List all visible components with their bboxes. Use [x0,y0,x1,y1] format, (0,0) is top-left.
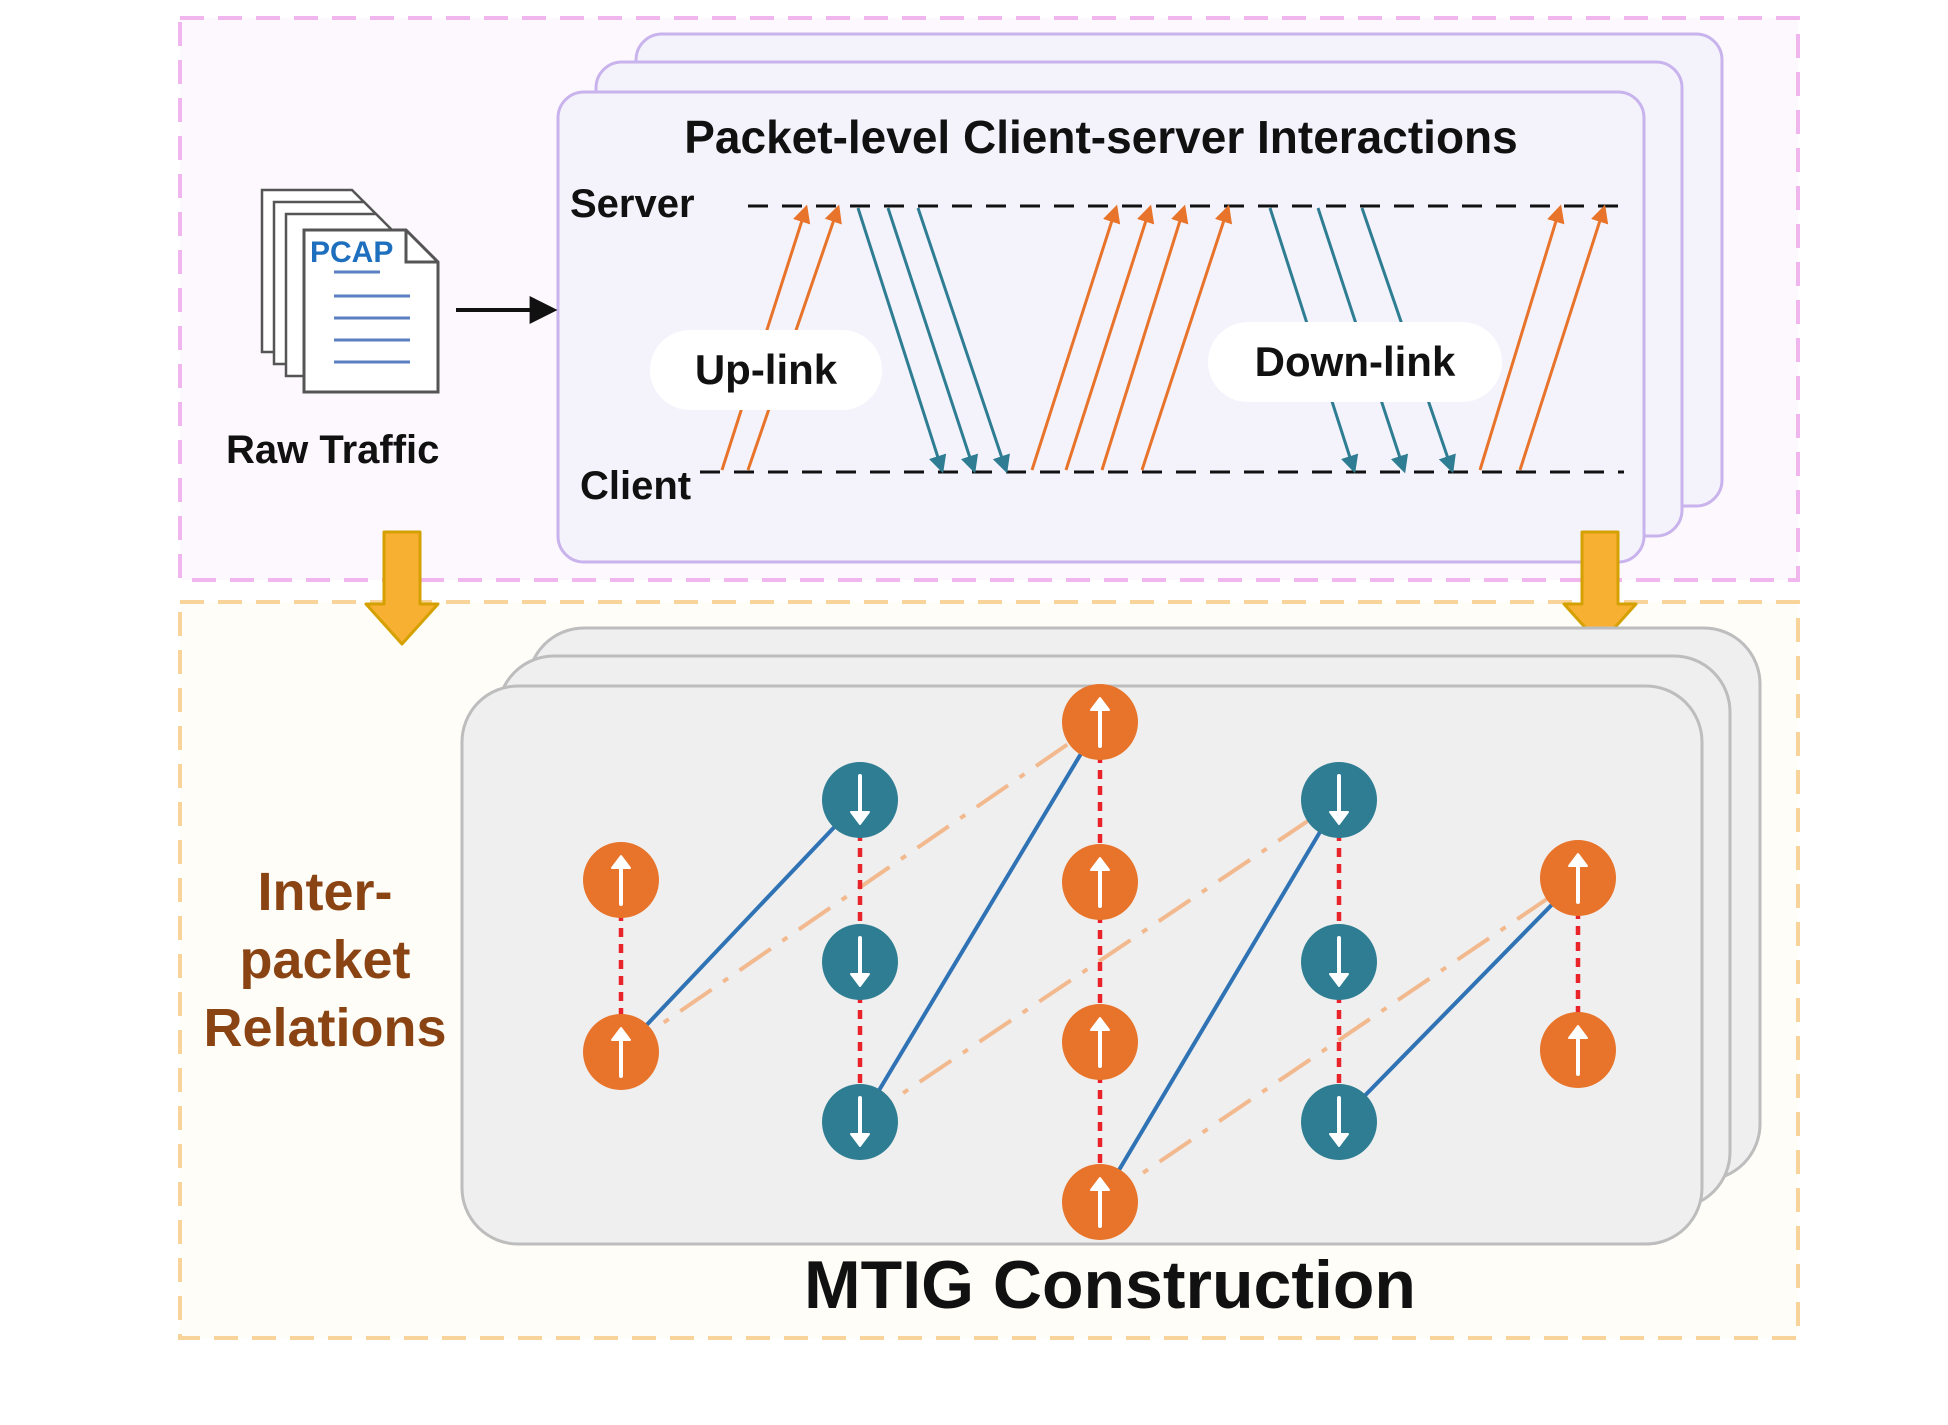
arrow-head [611,855,631,869]
interaction-panel-title: Packet-level Client-server Interactions [684,111,1518,163]
graph-panel [460,684,1704,1246]
up-arrow-icon [1090,1177,1110,1228]
cross-direction-edge [858,720,1102,1124]
arrow-head [1568,853,1588,867]
down-block-arrow-icon [1562,530,1638,646]
arrow-head [1568,1025,1588,1039]
uplink-label-pill: Up-link [650,330,882,410]
arrow-head [850,973,870,987]
up-arrow-icon [1568,853,1588,904]
graph-edges [618,720,1581,1204]
arrow-head [1090,697,1110,711]
downlink-packet-node [1301,924,1377,1000]
server-label: Server [570,182,695,226]
skip-edge [1098,876,1580,1204]
downlink-packet-node [822,1084,898,1160]
up-arrow-icon [1568,1025,1588,1076]
graph-nodes [583,684,1616,1240]
uplink-packet-line [1518,204,1609,471]
packet-lines [720,204,1609,474]
client-label: Client [580,464,692,508]
arrow-head [1329,1133,1349,1147]
up-arrow-icon [1090,857,1110,908]
relations-label-line-1: Inter- [257,862,393,922]
uplink-packet-node [583,842,659,918]
down-block-arrow-icon [364,530,440,646]
arrow-head [611,1027,631,1041]
downlink-label: Down-link [1254,338,1456,385]
relations-side-label: Inter- packet Relations [190,858,460,1062]
arrow-head [1090,1177,1110,1191]
down-arrow-icon [850,936,870,987]
uplink-packet-node [1062,1004,1138,1080]
cross-direction-edge [619,798,862,1054]
raw-traffic-label: Raw Traffic [226,428,440,472]
downlink-packet-node [1301,1084,1377,1160]
uplink-packet-line [1100,204,1189,471]
uplink-packet-node [1062,844,1138,920]
down-arrow-icon [1329,774,1349,825]
uplink-label: Up-link [694,346,838,393]
uplink-packet-node [1062,1164,1138,1240]
up-arrow-icon [1090,1017,1110,1068]
uplink-packet-line [1478,204,1565,471]
uplink-packet-node [583,1014,659,1090]
downlink-packet-line [886,207,979,474]
relations-label-line-2: packet [239,930,411,990]
arrow-head [1090,1017,1110,1031]
uplink-packet-line [1140,204,1233,471]
up-arrow-icon [611,855,631,906]
arrow-head [1329,811,1349,825]
mtig-construction-title: MTIG Construction [804,1247,1416,1323]
uplink-packet-line [1064,204,1155,471]
cross-direction-edge [1337,876,1580,1124]
up-arrow-icon [611,1027,631,1078]
relations-label-line-3: Relations [203,998,447,1058]
up-arrow-icon [1090,697,1110,748]
downlink-packet-node [822,924,898,1000]
arrow-head [850,1133,870,1147]
downlink-packet-node [1301,762,1377,838]
arrow-head [850,811,870,825]
downlink-packet-node [822,762,898,838]
downlink-packet-line [856,207,947,474]
down-arrow-icon [850,1096,870,1147]
cross-direction-edge [1098,798,1341,1204]
uplink-packet-node [1540,840,1616,916]
skip-edge [858,798,1341,1124]
uplink-packet-node [1540,1012,1616,1088]
pcap-file-icon [260,188,440,394]
down-arrow-icon [850,774,870,825]
uplink-packet-node [1062,684,1138,760]
downlink-label-pill: Down-link [1208,322,1502,402]
arrow-head [1090,857,1110,871]
down-arrow-icon [1329,1096,1349,1147]
downlink-packet-line [916,207,1010,474]
uplink-packet-line [1030,204,1121,471]
arrow-head [1329,973,1349,987]
raw-traffic-file-badge: PCAP [310,236,394,269]
down-arrow-icon [1329,936,1349,987]
